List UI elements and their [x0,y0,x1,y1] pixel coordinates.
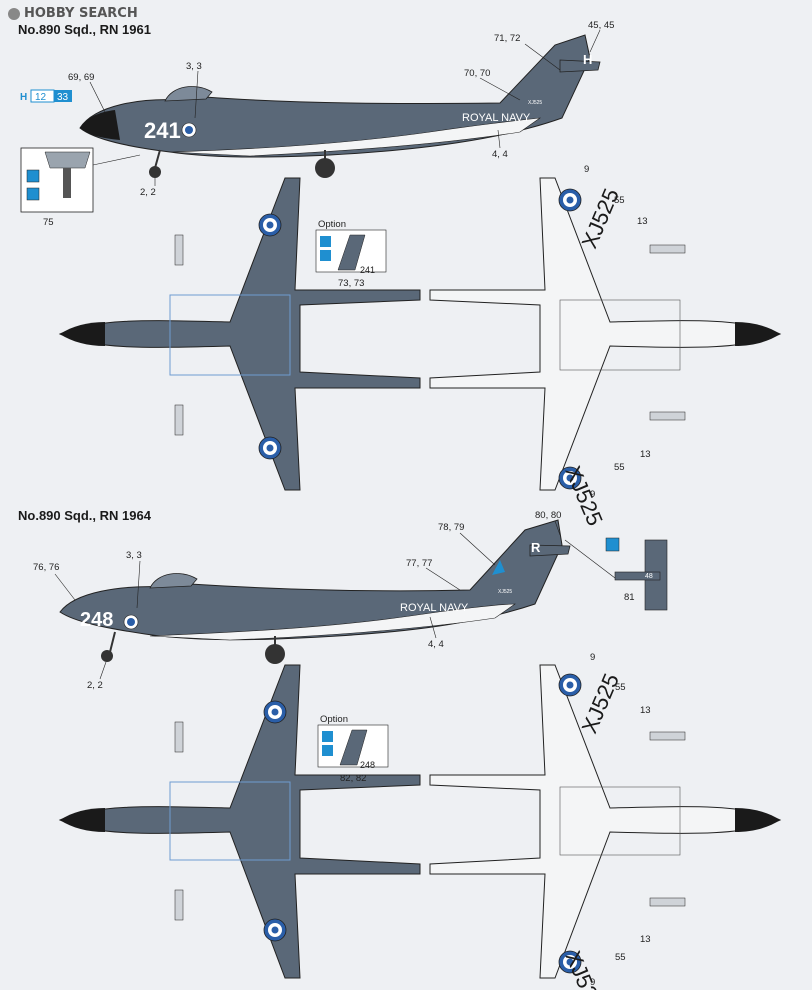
profile-title-1964: No.890 Sqd., RN 1964 [18,508,151,523]
svg-text:13: 13 [637,216,648,227]
svg-text:4, 4: 4, 4 [428,639,444,650]
svg-text:13: 13 [640,449,651,460]
svg-text:241: 241 [360,265,375,275]
svg-text:82, 82: 82, 82 [340,773,366,784]
side-profile-1961: H 12 33 241 ROYAL NAVY XJ525 H 69, 69 3,… [20,20,614,228]
svg-text:55: 55 [615,682,626,693]
svg-text:48: 48 [645,573,653,580]
svg-text:55: 55 [615,952,626,963]
colour-code-12: 12 [35,92,47,103]
svg-text:2, 2: 2, 2 [140,187,156,198]
svg-text:XJ525: XJ525 [560,947,607,990]
svg-text:73, 73: 73, 73 [338,278,364,289]
bottom-view-1961: XJ525 XJ525 9 55 13 13 55 9 [429,164,782,529]
svg-text:76, 76: 76, 76 [33,562,59,573]
svg-text:78, 79: 78, 79 [438,522,464,533]
svg-text:2, 2: 2, 2 [87,680,103,691]
svg-text:3, 3: 3, 3 [186,61,202,72]
colour-code-box-33 [54,90,72,102]
svg-text:248: 248 [360,760,375,770]
svg-text:XJ525: XJ525 [577,670,624,737]
svg-text:77, 77: 77, 77 [406,558,432,569]
svg-text:80, 80: 80, 80 [535,510,561,521]
watermark: HOBBY SEARCH [8,6,138,21]
svg-text:9: 9 [590,489,595,500]
svg-text:9: 9 [590,652,595,663]
colour-code-letter: H [20,92,27,103]
top-view-1964: Option 248 82, 82 [58,664,421,979]
tail-letter-1964: R [531,540,541,555]
royal-navy-1961: ROYAL NAVY [462,112,531,124]
watermark-text: HOBBY SEARCH [24,6,138,21]
svg-text:9: 9 [584,164,589,175]
watermark-logo-icon [8,7,20,20]
svg-text:XJ525: XJ525 [498,589,512,595]
svg-text:75: 75 [43,217,54,228]
svg-text:4, 4: 4, 4 [492,149,508,160]
svg-text:XJ525: XJ525 [560,462,607,529]
profile-title-1961: No.890 Sqd., RN 1961 [18,22,151,37]
svg-text:9: 9 [590,977,595,988]
svg-text:13: 13 [640,705,651,716]
svg-text:55: 55 [614,462,625,473]
colour-code-33: 33 [57,92,69,103]
fuselage-code-1961: 241 [144,118,181,143]
serial-small-1961: XJ525 [528,100,542,106]
fuselage-code-1964: 248 [80,609,113,631]
option-label-1961: Option [318,219,346,230]
top-view-1961: Option 241 73, 73 [58,177,421,491]
svg-text:81: 81 [624,592,635,603]
bottom-view-1964: XJ525 XJ525 9 55 13 13 55 9 [429,652,782,990]
royal-navy-1964: ROYAL NAVY [400,602,469,614]
svg-text:55: 55 [614,195,625,206]
svg-text:69, 69: 69, 69 [68,72,94,83]
tail-letter-1961: H [583,52,592,67]
svg-text:3, 3: 3, 3 [126,550,142,561]
side-profile-1964: 248 ROYAL NAVY XJ525 R 76, 76 3, 3 2, 2 … [33,510,668,691]
svg-text:45, 45: 45, 45 [588,20,614,31]
svg-text:13: 13 [640,934,651,945]
svg-text:71, 72: 71, 72 [494,33,520,44]
option-label-1964: Option [320,714,348,725]
svg-text:70, 70: 70, 70 [464,68,490,79]
